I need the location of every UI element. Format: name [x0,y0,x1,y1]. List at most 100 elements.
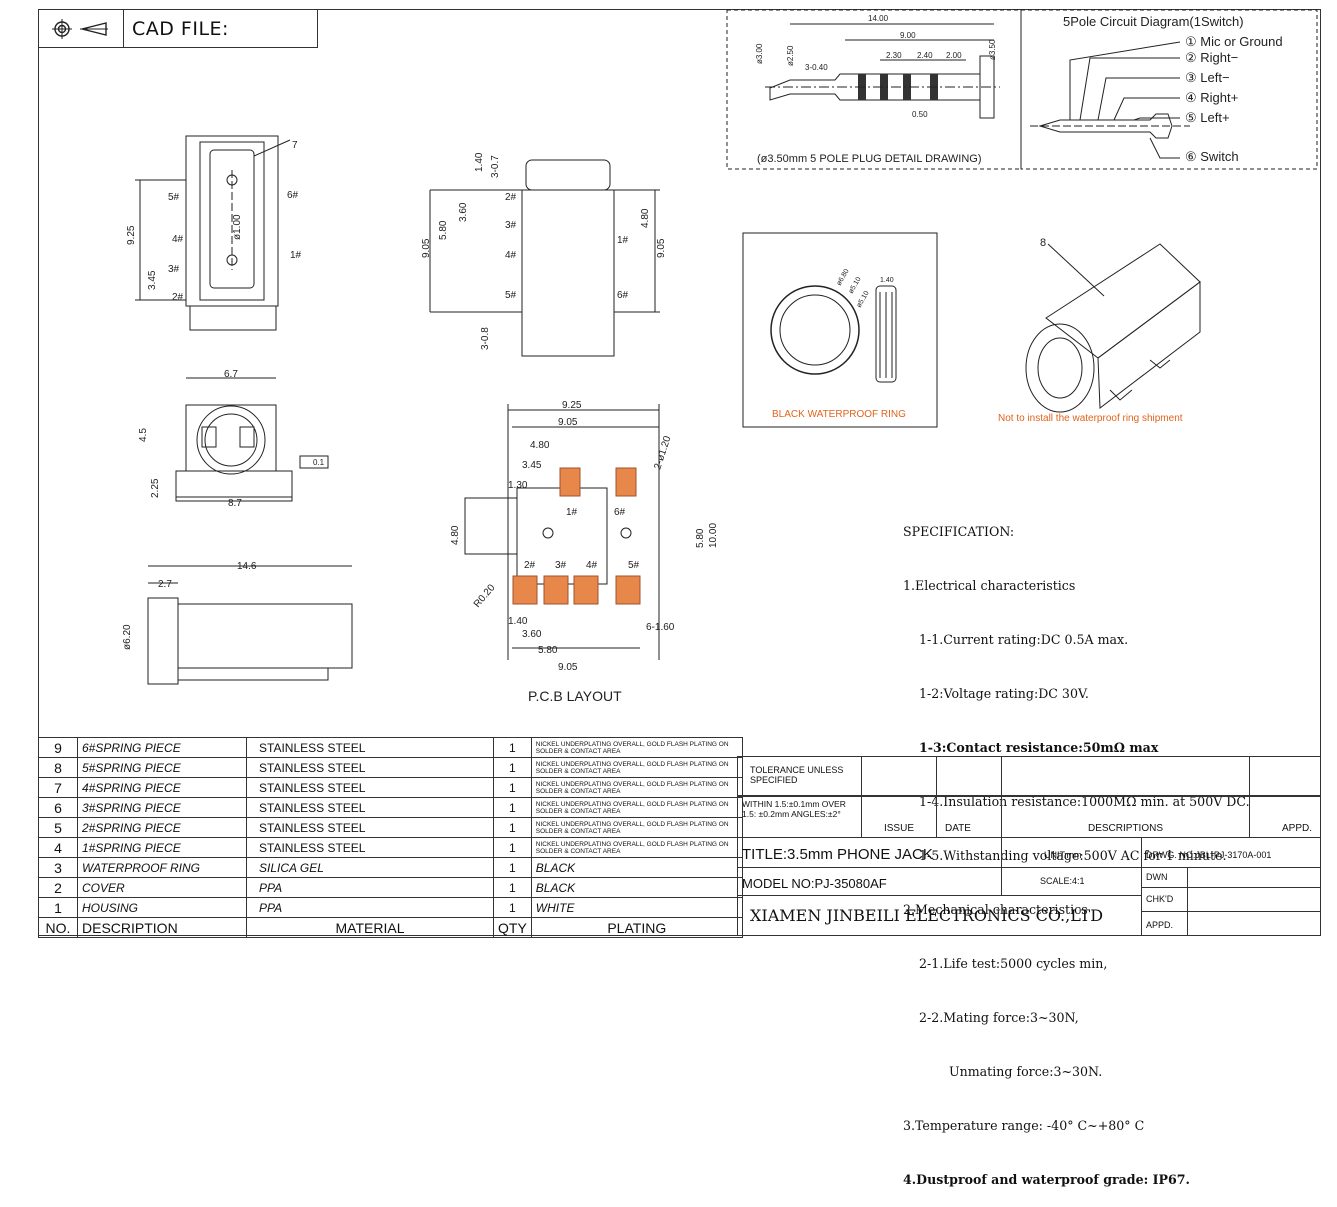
length-dim-27: 2.7 [158,579,172,590]
side-pin-5: 5# [168,192,180,203]
chkd-value [1187,887,1321,912]
dim-plug-230: 2.30 [886,51,902,60]
pcb-pad-2 [512,575,538,605]
spec-line-2: 2.Mechanical characteristics [903,902,1088,917]
ring-caption: BLACK WATERPROOF RING [772,409,906,420]
pcb-pad-4 [573,575,599,605]
front-pin-5: 5# [505,290,517,301]
spec-line-3: 3.Temperature range: -40° C~+80° C [903,1118,1145,1133]
chkd-cell: CHK'D [1141,887,1188,912]
plug-dims: 14.00 9.00 2.30 2.40 2.00 0.50 3-0.40 ø2… [755,14,997,119]
pcb-dim-580b: 5.80 [538,645,558,656]
pcb-dim-130: 1.30 [508,480,528,491]
spec-title: SPECIFICATION: [903,524,1015,539]
front-pin-1: 1# [617,235,629,246]
ring-view [742,232,938,428]
side-dim-d100: ø1.00 [232,214,243,240]
spec-line-2-1: 2-1.Life test:5000 cycles min, [919,956,1108,971]
side-pin-2: 2# [172,292,184,303]
flatness-value: 0.1 [313,458,325,467]
length-dim-d620: ø6.20 [122,624,133,650]
circuit-item-4: ④ Right+ [1185,90,1238,105]
pcb-dim-905a: 9.05 [558,417,578,428]
spec-line-1-2: 1-2:Voltage rating:DC 30V. [919,686,1089,701]
pcb-pad-label-4: 4# [586,560,598,571]
appd-cell: APPD. [1141,911,1188,936]
dim-plug-250: ø2.50 [786,45,795,66]
drawing-canvas: 14.00 9.00 2.30 2.40 2.00 0.50 3-0.40 ø2… [122,9,1318,704]
front-pin-3: 3# [505,220,517,231]
model-cell: MODEL NO:PJ-35080AF [737,867,1002,896]
spec-line-2-3: Unmating force:3~30N. [949,1064,1103,1079]
front-pin-4: 4# [505,250,517,261]
bottom-view [175,377,329,502]
pcb-dim-480a: 4.80 [530,440,550,451]
front-dim-307: 3-0.7 [490,155,501,178]
pcb-pad-label-1: 1# [566,507,578,518]
rev-cell [936,756,1002,796]
pcb-pad-label-2: 2# [524,560,536,571]
cad-header: CAD FILE: [38,9,318,48]
ring-dims: ø6.80 ø5.10 ø5.10 1.40 [836,268,894,309]
side-callout-7: 7 [292,140,298,151]
spec-line-1-4: 1-4.Insulation resistance:1000MΩ min. at… [919,794,1250,809]
pcb-pad-6 [615,467,637,497]
dim-plug-14: 14.00 [868,14,889,23]
iso-view [1025,243,1201,413]
pcb-pads [512,467,641,605]
circuit-title: 5Pole Circuit Diagram(1Switch) [1063,14,1244,29]
pcb-caption: P.C.B LAYOUT [528,688,622,704]
circuit-item-5: ⑤ Left+ [1185,110,1230,125]
dim-plug-040: 3-0.40 [805,63,828,72]
pcb-dim-140: 1.40 [508,616,528,627]
pcb-dim-480b: 4.80 [450,525,461,545]
iso-callout-8: 8 [1040,237,1046,249]
ring-dim-140: 1.40 [880,277,894,284]
circuit-item-2: ② Right− [1185,50,1238,65]
front-dim-140: 1.40 [474,152,485,172]
side-pin-1: 1# [290,250,302,261]
circuit-item-6: ⑥ Switch [1185,149,1239,164]
bottom-dim-225: 2.25 [150,478,161,498]
circuit-box [1020,9,1318,170]
side-pin-3: 3# [168,264,180,275]
pcb-dim-580a: 5.80 [695,528,706,548]
unit-cell: UNIT:mm [1001,837,1142,868]
pcb-dim-360: 3.60 [522,629,542,640]
projection-symbol [39,10,124,47]
bottom-dim-87: 8.7 [228,498,242,509]
plug-detail-box [726,9,1022,170]
date-header: DATE [936,796,1002,838]
dim-plug-050: 0.50 [912,110,928,119]
ring-dim-680: ø6.80 [836,268,851,287]
dim-plug-240: 2.40 [917,51,933,60]
bottom-dim-67: 6.7 [224,369,238,380]
length-dim-146: 14.6 [237,561,257,572]
pcb-dim-1000: 10.00 [708,523,719,548]
spec-line-1-1: 1-1.Current rating:DC 0.5A max. [919,632,1129,647]
front-pin-2: 2# [505,192,517,203]
circuit-item-3: ③ Left− [1185,70,1230,85]
length-view-labels: 14.6 2.7 ø6.20 [122,561,257,650]
issue-header: ISSUE [861,796,937,838]
plug-caption: (ø3.50mm 5 POLE PLUG DETAIL DRAWING) [757,153,982,165]
spec-line-1-3: 1-3:Contact resistance:50mΩ max [919,740,1159,755]
side-dim-925: 9.25 [126,225,137,245]
descriptions-header: DESCRIPTIONS [1001,796,1250,838]
side-pin-6: 6# [287,190,299,201]
pcb-pad-label-6: 6# [614,507,626,518]
dim-plug-300: ø3.00 [755,43,764,64]
side-pin-4: 4# [172,234,184,245]
front-view-labels: 1.40 3-0.7 5.80 3.60 9.05 4.80 9.05 3-0.… [421,152,667,350]
pcb-pad-label-3: 3# [555,560,567,571]
appd-header: APPD. [1249,796,1321,838]
